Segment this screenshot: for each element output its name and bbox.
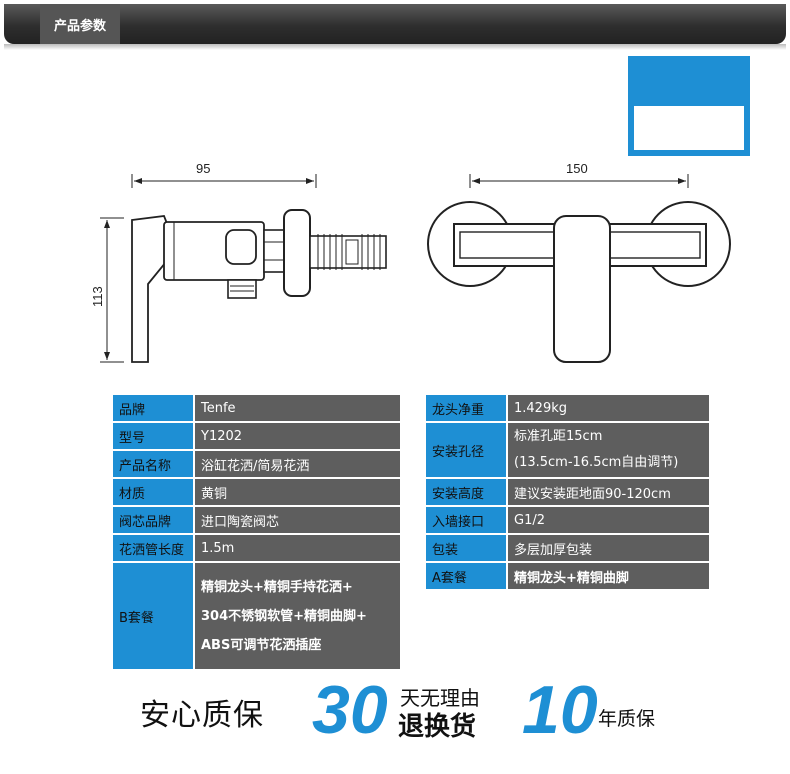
package-b-line: ABS可调节花洒插座 xyxy=(201,637,322,653)
spec-label: 产品名称 xyxy=(113,451,193,477)
guarantee-days-text: 天无理由 xyxy=(400,686,480,710)
table-row: 龙头净重 1.429kg xyxy=(426,395,709,421)
guarantee-days-number: 30 xyxy=(312,672,388,748)
spec-value: G1/2 xyxy=(508,507,709,533)
spec-label: 包装 xyxy=(426,535,506,561)
dim-side-width: 95 xyxy=(196,161,210,176)
spec-value: 标准孔距15cm (13.5cm-16.5cm自由调节) xyxy=(508,423,709,477)
header-shadow xyxy=(4,44,786,50)
hole-line-2: (13.5cm-16.5cm自由调节) xyxy=(514,455,679,470)
table-row: 产品名称 浴缸花洒/简易花洒 xyxy=(113,451,400,477)
right-spec-table: 龙头净重 1.429kg 安装孔径 标准孔距15cm (13.5cm-16.5c… xyxy=(424,393,711,591)
spec-value: 黄铜 xyxy=(195,479,400,505)
header-bar xyxy=(4,4,786,44)
table-row: 包装 多层加厚包装 xyxy=(426,535,709,561)
spec-value: Y1202 xyxy=(195,423,400,449)
guarantee-peace: 安心质保 xyxy=(140,698,264,733)
table-row: 花洒管长度 1.5m xyxy=(113,535,400,561)
header-tab: 产品参数 xyxy=(40,4,120,44)
package-b-line: 精铜龙头+精铜手持花洒+ xyxy=(201,579,353,595)
spec-label: 阀芯品牌 xyxy=(113,507,193,533)
spec-value: 进口陶瓷阀芯 xyxy=(195,507,400,533)
table-row: 材质 黄铜 xyxy=(113,479,400,505)
brand-logo xyxy=(628,56,750,156)
package-b-contents: 精铜龙头+精铜手持花洒+ 304不锈钢软管+精铜曲脚+ ABS可调节花洒插座 xyxy=(195,563,400,669)
spec-value: 1.429kg xyxy=(508,395,709,421)
dim-front-width: 150 xyxy=(566,161,588,176)
spec-label: 入墙接口 xyxy=(426,507,506,533)
table-row: 型号 Y1202 xyxy=(113,423,400,449)
spec-label: 品牌 xyxy=(113,395,193,421)
dim-side-height: 113 xyxy=(90,286,105,307)
hole-line-1: 标准孔距15cm xyxy=(514,429,603,444)
table-row: 安装高度 建议安装距地面90-120cm xyxy=(426,479,709,505)
spec-label: 龙头净重 xyxy=(426,395,506,421)
spec-label: 材质 xyxy=(113,479,193,505)
table-row: B套餐 精铜龙头+精铜手持花洒+ 304不锈钢软管+精铜曲脚+ ABS可调节花洒… xyxy=(113,563,400,669)
spec-label: 安装高度 xyxy=(426,479,506,505)
package-b-line: 304不锈钢软管+精铜曲脚+ xyxy=(201,608,367,624)
spec-label: B套餐 xyxy=(113,563,193,669)
table-row: 品牌 Tenfe xyxy=(113,395,400,421)
guarantee-exchange: 退换货 xyxy=(398,712,477,742)
spec-label: 安装孔径 xyxy=(426,423,506,477)
spec-value: Tenfe xyxy=(195,395,400,421)
table-row: 入墙接口 G1/2 xyxy=(426,507,709,533)
guarantee-years-number: 10 xyxy=(522,672,598,748)
spec-value: 精铜龙头+精铜曲脚 xyxy=(508,563,709,589)
side-view-drawing: 95 113 xyxy=(90,161,387,363)
table-row: 阀芯品牌 进口陶瓷阀芯 xyxy=(113,507,400,533)
logo-text: Tenfe xyxy=(23,58,99,89)
guarantee-years-text: 年质保 xyxy=(598,708,656,730)
front-view-drawing: 150 xyxy=(427,161,731,363)
spec-value: 1.5m xyxy=(195,535,400,561)
spec-value: 多层加厚包装 xyxy=(508,535,709,561)
spec-value: 建议安装距地面90-120cm xyxy=(508,479,709,505)
spec-label: 型号 xyxy=(113,423,193,449)
spec-value: 浴缸花洒/简易花洒 xyxy=(195,451,400,477)
spec-label: A套餐 xyxy=(426,563,506,589)
spec-label: 花洒管长度 xyxy=(113,535,193,561)
left-spec-table: 品牌 Tenfe 型号 Y1202 产品名称 浴缸花洒/简易花洒 材质 黄铜 阀… xyxy=(111,393,402,671)
logo-frame xyxy=(628,106,750,156)
table-row: A套餐 精铜龙头+精铜曲脚 xyxy=(426,563,709,589)
table-row: 安装孔径 标准孔距15cm (13.5cm-16.5cm自由调节) xyxy=(426,423,709,477)
